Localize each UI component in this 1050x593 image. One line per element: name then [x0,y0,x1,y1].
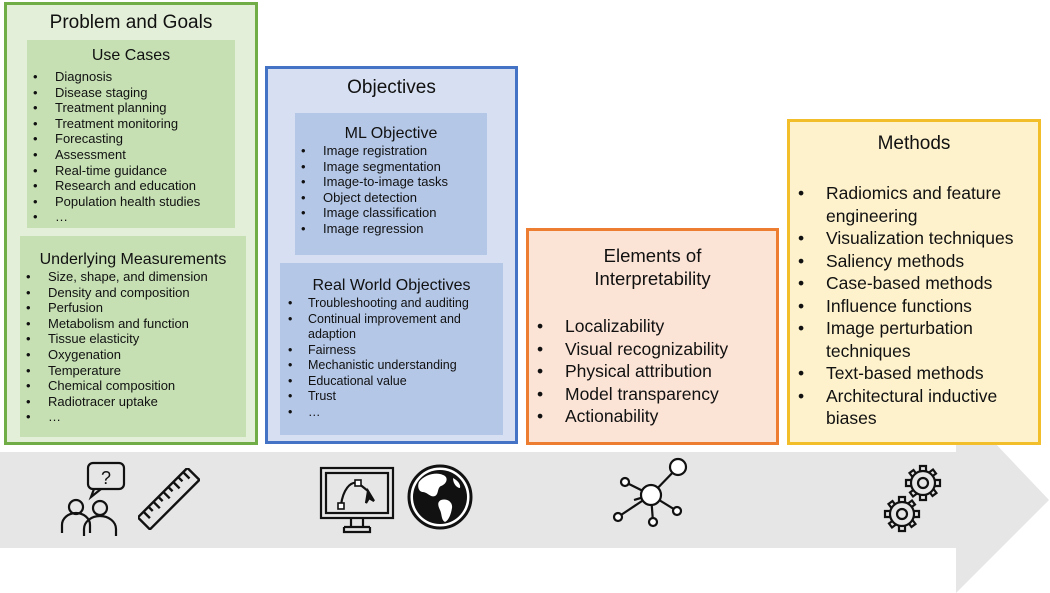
measurements-list: Size, shape, and dimension Density and c… [20,269,246,425]
list-item: Metabolism and function [20,316,246,332]
globe-icon [407,464,473,530]
list-item: Model transparency [529,383,776,406]
list-item: Image segmentation [295,159,487,175]
monitor-drawing-icon [319,466,395,534]
list-item: Architectural inductive biases [790,385,1030,430]
list-item: Saliency methods [790,250,1030,273]
list-item: Real-time guidance [27,163,235,179]
use-cases-list: Diagnosis Disease staging Treatment plan… [27,69,235,225]
list-item: Text-based methods [790,362,1030,385]
list-item: Diagnosis [27,69,235,85]
list-item: … [20,409,246,425]
list-item: Localizability [529,315,776,338]
list-item: Forecasting [27,131,235,147]
list-item: Educational value [280,374,495,390]
methods-list: Radiomics and feature engineering Visual… [790,182,1030,430]
list-item: Disease staging [27,85,235,101]
list-item: Treatment monitoring [27,116,235,132]
list-item: Treatment planning [27,100,235,116]
list-item: Density and composition [20,285,246,301]
network-icon [612,457,688,528]
measurements-box: Underlying Measurements Size, shape, and… [20,236,246,437]
list-item: Troubleshooting and auditing [280,296,495,312]
ml-objective-box: ML Objective Image registration Image se… [295,113,487,255]
gears-icon [883,464,942,533]
list-item: Actionability [529,405,776,428]
list-item: Radiomics and feature engineering [790,182,1030,227]
list-item: Mechanistic understanding [280,358,495,374]
ml-objective-list: Image registration Image segmentation Im… [295,143,487,237]
list-item: Influence functions [790,295,1030,318]
problem-goals-title: Problem and Goals [49,12,213,33]
list-item: Visualization techniques [790,227,1030,250]
use-cases-box: Use Cases Diagnosis Disease staging Trea… [27,40,235,228]
elements-list: Localizability Visual recognizability Ph… [529,315,776,428]
list-item: Image regression [295,221,487,237]
list-item: Oxygenation [20,347,246,363]
list-item: Research and education [27,178,235,194]
list-item: Image registration [295,143,487,159]
ruler-icon [138,468,200,530]
list-item: Fairness [280,343,495,359]
list-item: Trust [280,389,495,405]
list-item: … [280,405,495,421]
objectives-title: Objectives [347,77,436,98]
list-item: Chemical composition [20,378,246,394]
list-item: Population health studies [27,194,235,210]
real-world-list: Troubleshooting and auditing Continual i… [280,296,503,420]
objectives-panel: Objectives ML Objective Image registrati… [265,66,518,444]
elements-title: Elements of Interpretability [594,245,711,289]
real-world-title: Real World Objectives [312,277,471,294]
real-world-box: Real World Objectives Troubleshooting an… [280,263,503,435]
elements-panel: Elements of Interpretability Localizabil… [526,228,779,445]
list-item: Object detection [295,190,487,206]
list-item: Image-to-image tasks [295,174,487,190]
list-item: Size, shape, and dimension [20,269,246,285]
list-item: Perfusion [20,300,246,316]
use-cases-title: Use Cases [91,47,171,64]
list-item: Tissue elasticity [20,331,246,347]
list-item: Assessment [27,147,235,163]
methods-title: Methods [877,133,951,154]
list-item: Visual recognizability [529,338,776,361]
methods-panel: Methods Radiomics and feature engineerin… [787,119,1041,445]
list-item: … [27,209,235,225]
svg-text:?: ? [101,468,111,488]
list-item: Continual improvement and adaption [280,312,495,343]
list-item: Image classification [295,205,487,221]
list-item: Radiotracer uptake [20,394,246,410]
list-item: Image perturbation techniques [790,317,1030,362]
measurements-title: Underlying Measurements [39,251,227,268]
list-item: Physical attribution [529,360,776,383]
list-item: Case-based methods [790,272,1030,295]
list-item: Temperature [20,363,246,379]
people-question-icon: ? [60,461,126,536]
ml-objective-title: ML Objective [344,125,438,142]
problem-goals-panel: Problem and Goals Use Cases Diagnosis Di… [4,2,258,445]
